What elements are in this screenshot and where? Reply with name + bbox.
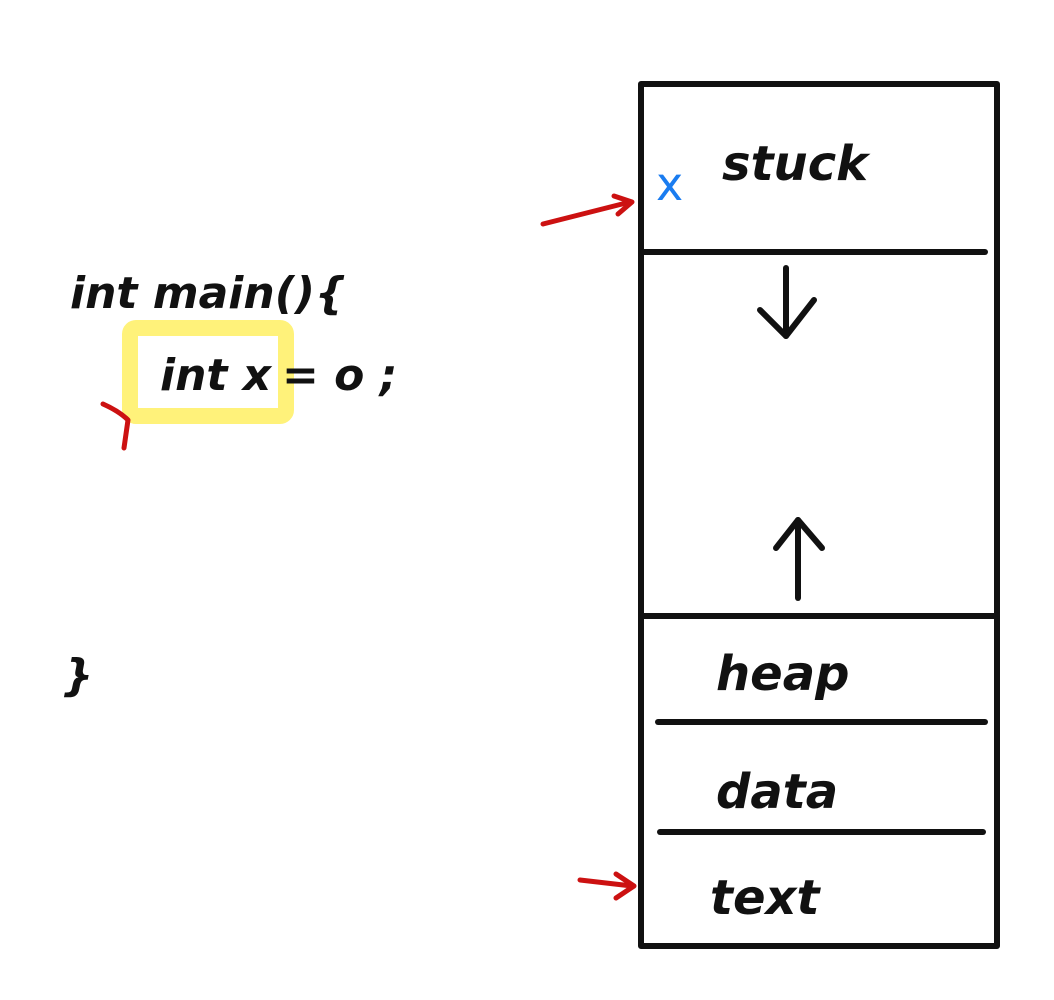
heap-grow-arrow	[773, 517, 825, 601]
stack-grow-arrow	[757, 265, 817, 339]
stack-pointer-arrow	[540, 193, 635, 227]
code-line-declaration: int x	[160, 350, 273, 401]
code-highlight-box	[122, 320, 294, 424]
memory-column: stuck x heap data text	[638, 81, 1000, 949]
code-line-main: int main(){	[70, 268, 346, 319]
segment-label-heap: heap	[716, 646, 849, 702]
memory-outline	[638, 81, 1000, 949]
segment-label-data: data	[716, 764, 838, 820]
code-insert-mark	[100, 401, 131, 451]
text-pointer-arrow	[577, 871, 637, 901]
code-line-assignment: = o ;	[282, 350, 397, 401]
code-snippet: int main(){ int x = o ; }	[62, 268, 397, 701]
segment-label-stack: stuck	[722, 136, 871, 192]
segment-label-text: text	[710, 870, 821, 926]
stack-variable-x: x	[656, 157, 683, 211]
code-closing-brace: }	[62, 650, 93, 701]
